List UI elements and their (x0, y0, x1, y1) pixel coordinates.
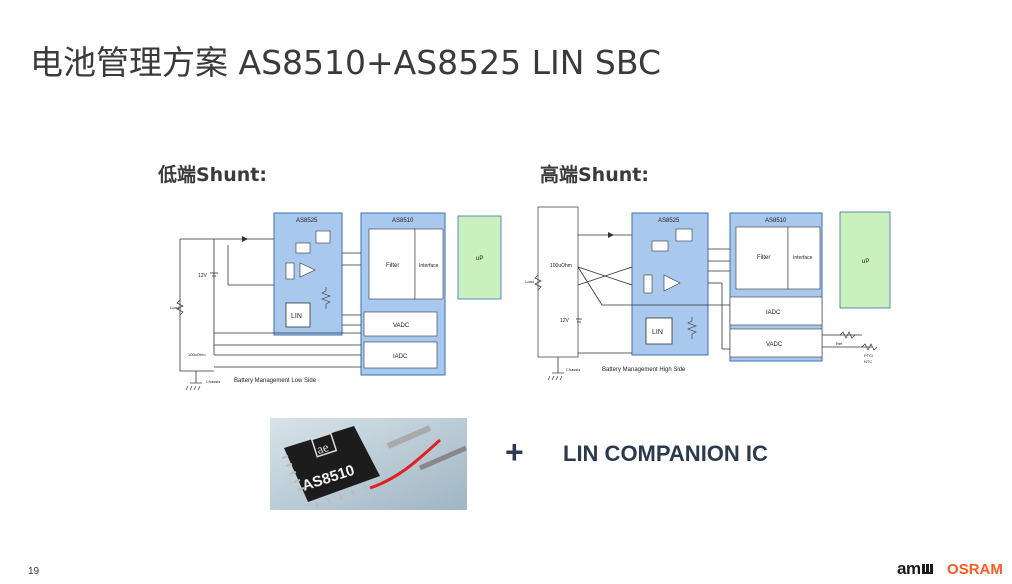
ams-logo: am (897, 559, 921, 578)
high-load-label: Load (525, 279, 534, 284)
high-iadc-label: IADC (766, 310, 781, 316)
low-lin-label: LIN (291, 313, 302, 320)
high-side-heading: 高端Shunt: (540, 164, 649, 186)
low-as8525-label: AS8525 (296, 218, 318, 224)
low-vadc-block (363, 311, 438, 337)
low-shunt-label: 100uOhm (188, 352, 206, 357)
low-iadc-label: IADC (393, 354, 408, 360)
high-up-label: uP (862, 259, 869, 265)
plus-sign: + (505, 434, 524, 470)
low-caption: Battery Management Low Side (234, 378, 317, 384)
low-up-label: uP (476, 256, 483, 262)
high-ref-label: Ref (836, 341, 843, 346)
low-up-block (457, 215, 502, 300)
low-12v-label: 12V (198, 273, 208, 279)
chip-photo: ae AS8510 (270, 418, 467, 510)
high-12v-label: 12V (560, 318, 570, 324)
low-chassis-label: Chassis (206, 379, 220, 384)
high-caption: Battery Management High Side (602, 367, 686, 373)
low-side-heading: 低端Shunt: (158, 164, 267, 186)
high-filter-label: Filter (757, 255, 770, 261)
high-vadc-label: VADC (766, 342, 783, 348)
high-as8525-label: AS8525 (658, 218, 680, 224)
high-up-block (839, 211, 891, 309)
footer-logo: am OSRAM (897, 559, 1003, 579)
high-interface-label: Interface (793, 255, 813, 261)
low-interface-block (414, 228, 444, 300)
lin-companion-label: LIN COMPANION IC (563, 441, 768, 466)
low-load-label: Load (170, 305, 179, 310)
low-interface-label: Interface (419, 263, 439, 269)
high-iadc-block (729, 296, 823, 326)
low-vadc-label: VADC (393, 323, 410, 329)
low-iadc-block (363, 341, 438, 369)
page-title: 电池管理方案 AS8510+AS8525 LIN SBC (30, 43, 661, 82)
high-chassis-label: Chassis (566, 367, 580, 372)
osram-logo: OSRAM (947, 561, 1003, 578)
high-side-diagram: 100uOhm 12V Load AS8525 LIN AS8510 Filte… (525, 206, 891, 381)
high-vadc-block (729, 328, 823, 358)
ams-logo-mark (921, 564, 933, 574)
high-lin-label: LIN (652, 329, 663, 336)
high-as8510-label: AS8510 (765, 218, 787, 224)
high-ptc-label-2: NTC (864, 359, 872, 364)
chip-logo: ae (315, 439, 331, 457)
high-lin-block (645, 317, 673, 345)
low-lin-block (285, 302, 311, 328)
low-as8510-label: AS8510 (392, 218, 414, 224)
high-filter-block (735, 226, 789, 290)
high-ptc-label-1: PTC/ (864, 353, 874, 358)
page-number: 19 (28, 566, 40, 577)
high-interface-block (787, 226, 821, 290)
high-shunt-label: 100uOhm (550, 263, 572, 269)
low-filter-label: Filter (386, 263, 399, 269)
low-filter-block (368, 228, 416, 300)
low-side-diagram: AS8525 LIN AS8510 Filter Interface VADC … (170, 212, 502, 391)
